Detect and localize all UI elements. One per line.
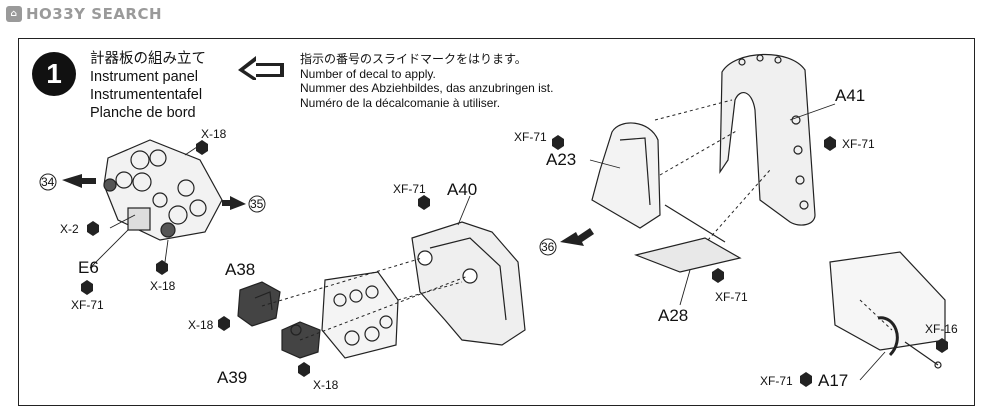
step-title-jp: 計器板の組み立て bbox=[90, 51, 206, 67]
decal-35-arrow bbox=[222, 196, 246, 210]
paint-xf71-a28: XF-71 bbox=[715, 290, 748, 304]
paint-hex-xf16 bbox=[936, 338, 948, 353]
part-a40: A40 bbox=[447, 180, 478, 199]
paint-x2: X-2 bbox=[60, 222, 79, 236]
step-title-en: Instrument panel bbox=[90, 69, 199, 85]
part-a23: A23 bbox=[546, 150, 577, 169]
paint-hex-x18-a39 bbox=[298, 362, 310, 377]
paint-xf71-a23: XF-71 bbox=[514, 130, 547, 144]
paint-xf71-a17: XF-71 bbox=[760, 374, 793, 388]
paint-xf71-a40: XF-71 bbox=[393, 182, 426, 196]
paint-hex-xf71-a40 bbox=[418, 195, 430, 210]
decal-arrow-icon bbox=[238, 56, 284, 80]
a28-floor bbox=[634, 204, 742, 273]
step-title: 計器板の組み立て Instrument panel Instrumententa… bbox=[90, 50, 206, 122]
decal-legend: 指示の番号のスライドマークをはります。 Number of decal to a… bbox=[300, 52, 553, 110]
decal-34-circle bbox=[39, 173, 57, 191]
paint-hex-x2 bbox=[87, 221, 99, 236]
watermark-text: HO33Y SEARCH bbox=[26, 5, 163, 23]
watermark-logo: ⌂ HO33Y SEARCH bbox=[6, 5, 162, 23]
paint-x18-mid: X-18 bbox=[150, 279, 176, 293]
store-icon: ⌂ bbox=[6, 6, 22, 22]
paint-hex-xf71-a23 bbox=[552, 135, 564, 150]
a41-frame bbox=[719, 53, 816, 226]
decal-legend-fr: Numéro de la décalcomanie à utiliser. bbox=[300, 95, 501, 110]
paint-hex-x18-top bbox=[196, 140, 208, 155]
instruction-frame bbox=[18, 38, 975, 406]
part-a28: A28 bbox=[658, 306, 689, 325]
paint-hex-xf71-e6 bbox=[81, 280, 93, 295]
a23-seat bbox=[591, 122, 661, 229]
decal-36-arrow bbox=[560, 228, 594, 246]
decal-36: 36 bbox=[541, 240, 555, 254]
paint-hex-x18-a38 bbox=[218, 316, 230, 331]
step-title-fr: Planche de bord bbox=[90, 105, 196, 121]
paint-hex-xf71-a17 bbox=[800, 372, 812, 387]
paint-xf71-a41: XF-71 bbox=[842, 137, 875, 151]
paint-hex-xf71-a41 bbox=[824, 136, 836, 151]
instrument-panel-illustration bbox=[103, 139, 223, 241]
gauge-block bbox=[321, 271, 399, 359]
decal-36-circle bbox=[539, 238, 557, 256]
decal-35-circle bbox=[248, 195, 266, 213]
paint-hex-x18-mid bbox=[156, 260, 168, 275]
paint-x18-a39: X-18 bbox=[313, 378, 339, 392]
step-title-de: Instrumententafel bbox=[90, 87, 203, 103]
decal-legend-jp: 指示の番号のスライドマークをはります。 bbox=[300, 52, 527, 66]
paint-x18-a38: X-18 bbox=[188, 318, 214, 332]
part-a17: A17 bbox=[818, 371, 849, 390]
decal-34-arrow bbox=[62, 174, 96, 188]
part-a41: A41 bbox=[835, 86, 866, 105]
part-a39: A39 bbox=[217, 368, 248, 387]
a38-part bbox=[237, 281, 281, 327]
paint-x18-top: X-18 bbox=[201, 127, 227, 141]
paint-xf16: XF-16 bbox=[925, 322, 958, 336]
part-e6: E6 bbox=[78, 258, 99, 277]
part-a38: A38 bbox=[225, 260, 256, 279]
decal-35: 35 bbox=[250, 197, 264, 211]
decal-34: 34 bbox=[41, 175, 55, 189]
step-number-badge: 1 bbox=[32, 52, 76, 96]
paint-hex-xf71-a28 bbox=[712, 268, 724, 283]
paint-xf71-e6: XF-71 bbox=[71, 298, 104, 312]
decal-legend-en: Number of decal to apply. bbox=[300, 66, 436, 81]
a17-pedal-assembly bbox=[829, 251, 946, 369]
a40-housing bbox=[411, 221, 526, 346]
decal-legend-de: Nummer des Abziehbildes, das anzubringen… bbox=[300, 81, 554, 95]
